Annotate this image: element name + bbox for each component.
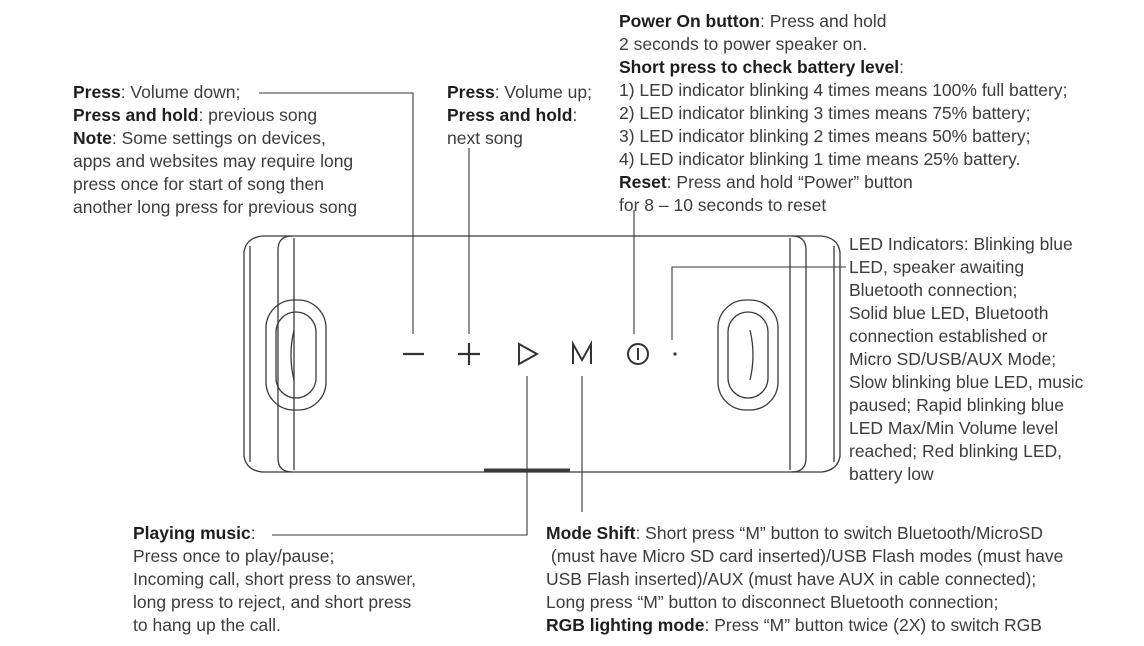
power-button [627,343,649,365]
volume-down-note-line: another long press for previous song [73,197,358,217]
power-note: Power On button: Press and hold 2 second… [619,10,1067,217]
power-title: Power On button [619,11,760,31]
leader-volume-down [259,92,414,334]
led-line: battery low [849,464,934,484]
play-button [518,342,540,366]
play-title: Playing music [133,523,251,543]
speaker-body-outline [277,235,807,473]
led-line: paused; Rapid blinking blue [849,395,1065,415]
volume-down-press-text: : Volume down; [120,82,241,102]
mode-note: Mode Shift: Short press “M” button to sw… [546,522,1063,637]
volume-up-hold-text: : [572,105,578,125]
play-note: Playing music: Press once to play/pause;… [133,522,416,637]
left-strap [265,299,327,411]
play-line: to hang up the call. [133,615,281,635]
mode-title: Mode Shift [546,523,636,543]
mode-line: Long press “M” button to disconnect Blue… [546,592,999,612]
volume-down-press-label: Press [73,82,121,102]
rgb-label: RGB lighting mode [546,615,705,635]
play-line: long press to reject, and short press [133,592,412,612]
play-line: Incoming call, short press to answer, [133,569,417,589]
power-title-text: : Press and hold [759,11,887,31]
volume-down-note-line: apps and websites may require long [73,151,354,171]
speaker-right-cap [792,235,841,473]
led-line: LED Max/Min Volume level [849,418,1059,438]
volume-up-press-label: Press [447,82,495,102]
volume-down-note: Press: Volume down; Press and hold: prev… [73,81,357,219]
right-strap [717,299,779,411]
volume-down-hold-label: Press and hold [73,105,199,125]
volume-down-note-label: Note [73,128,112,148]
reset-text: : Press and hold “Power” button [666,172,913,192]
speaker-left-cap [243,235,292,473]
reset-line2: for 8 – 10 seconds to reset [619,195,827,215]
volume-down-note-text: : Some settings on devices, [111,128,326,148]
battery-title-text: : [899,57,904,77]
leader-led [671,266,846,340]
rgb-text: : Press “M” button twice (2X) to switch … [704,615,1042,635]
volume-up-hold-line2: next song [447,128,523,148]
led-line: LED, speaker awaiting [849,257,1025,277]
volume-up-hold-label: Press and hold [447,105,573,125]
volume-up-note: Press: Volume up; Press and hold: next s… [447,81,592,150]
play-title-text: : [250,523,256,543]
battery-line: 2) LED indicator blinking 3 times means … [619,103,1031,123]
led-line: reached; Red blinking LED, [849,441,1063,461]
led-line: Slow blinking blue LED, music [849,372,1084,392]
mode-line: (must have Micro SD card inserted)/USB F… [546,546,1064,566]
led-note: LED Indicators: Blinking blue LED, speak… [849,233,1083,486]
mode-button [572,340,592,364]
battery-line: 1) LED indicator blinking 4 times means … [619,80,1068,100]
play-line: Press once to play/pause; [133,546,335,566]
led-line: connection established or [849,326,1048,346]
battery-line: 3) LED indicator blinking 2 times means … [619,126,1031,146]
led-line: Micro SD/USB/AUX Mode; [849,349,1057,369]
battery-line: 4) LED indicator blinking 1 time means 2… [619,149,1021,169]
volume-down-hold-text: : previous song [198,105,318,125]
led-line: LED Indicators: Blinking blue [849,234,1073,254]
volume-up-press-text: : Volume up; [494,82,592,102]
power-line2: 2 seconds to power speaker on. [619,34,868,54]
mode-line: USB Flash inserted)/AUX (must have AUX i… [546,569,1037,589]
battery-title: Short press to check battery level [619,57,900,77]
leader-play [272,376,528,536]
plus-button [458,343,480,365]
reset-label: Reset [619,172,667,192]
led-line: Bluetooth connection; [849,280,1018,300]
led-line: Solid blue LED, Bluetooth [849,303,1049,323]
volume-down-note-line: press once for start of song then [73,174,324,194]
mode-title-text: : Short press “M” button to switch Bluet… [635,523,1043,543]
led-indicator [673,352,677,356]
